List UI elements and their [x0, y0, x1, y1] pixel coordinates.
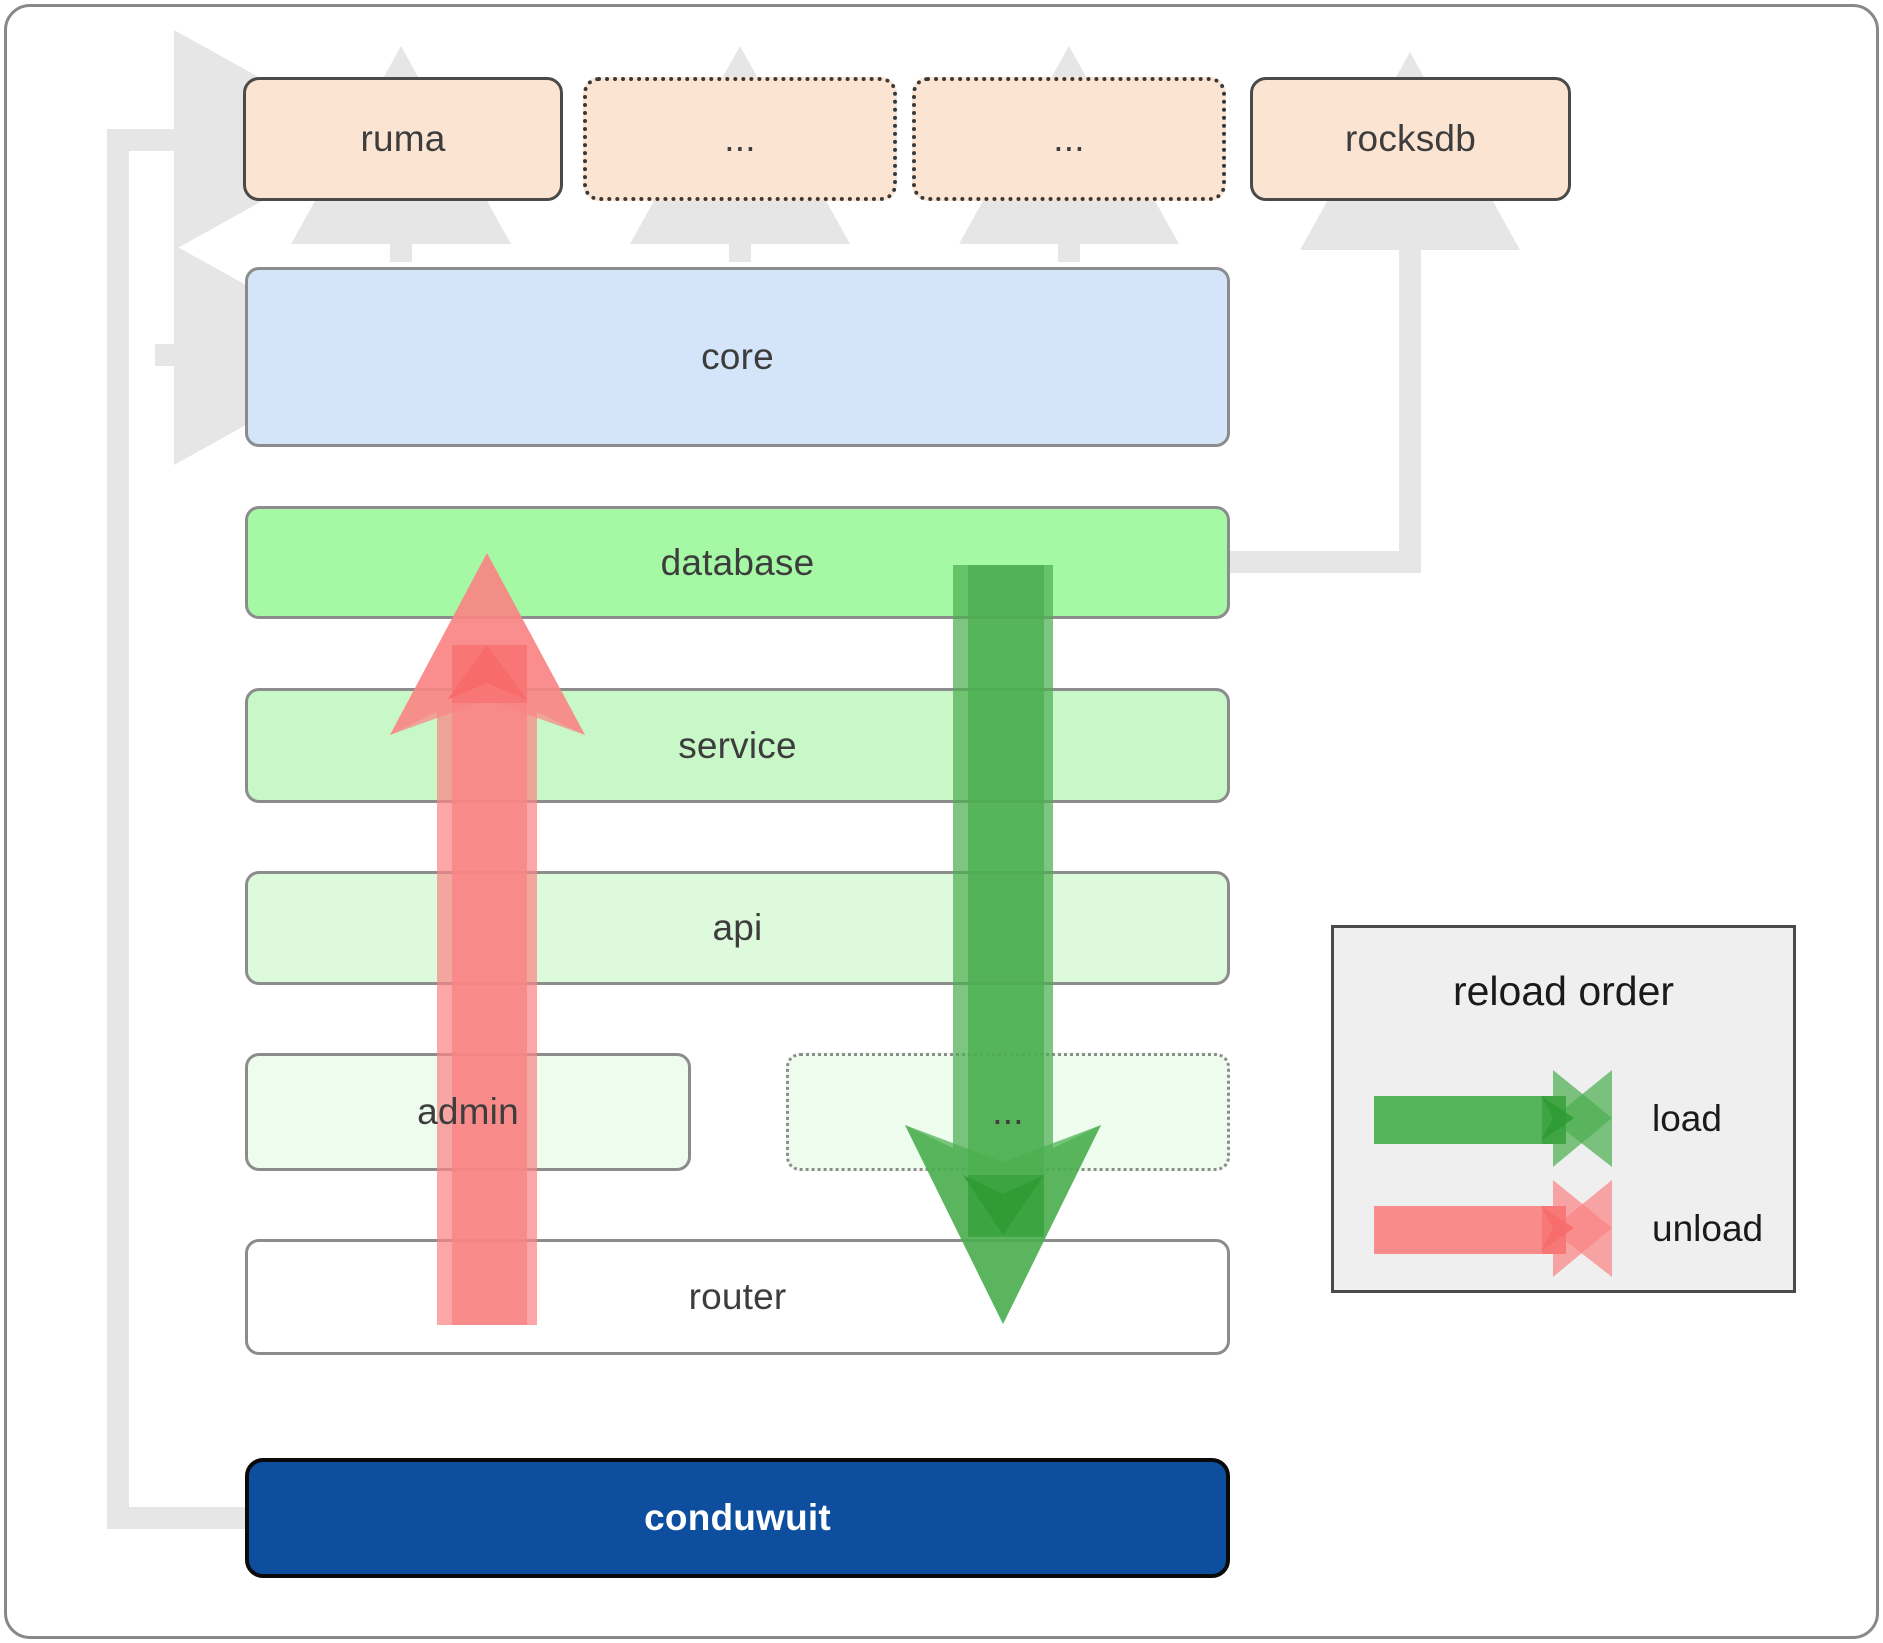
legend-title: reload order	[1452, 968, 1675, 1014]
dependency-label: ruma	[360, 118, 446, 159]
diagram-frame	[4, 4, 1879, 1639]
legend-unload-arrow-icon	[1374, 1180, 1612, 1277]
layer-label: router	[688, 1276, 787, 1317]
layer-box-core[interactable]: core	[245, 267, 1230, 447]
layer-label: api	[712, 907, 763, 948]
legend-panel: reload order load unload	[1331, 925, 1796, 1293]
layer-label: service	[678, 724, 797, 766]
legend-label-unload: unload	[1652, 1208, 1764, 1249]
layer-box-ellipsis[interactable]: ...	[786, 1053, 1230, 1171]
layer-box-api[interactable]: api	[245, 871, 1230, 985]
layer-box-database[interactable]: database	[245, 506, 1230, 619]
layer-label: admin	[417, 1091, 519, 1132]
legend-load-arrow-icon	[1374, 1070, 1612, 1167]
dependency-box-ellipsis-2[interactable]: ...	[912, 77, 1226, 201]
root-label: conduwuit	[644, 1497, 831, 1538]
layer-label: ...	[992, 1091, 1024, 1132]
legend-label-load: load	[1652, 1098, 1722, 1139]
dependency-box-rocksdb[interactable]: rocksdb	[1250, 77, 1571, 201]
root-box-conduwuit[interactable]: conduwuit	[245, 1458, 1230, 1578]
dependency-box-ruma[interactable]: ruma	[243, 77, 563, 201]
layer-label: core	[701, 336, 774, 377]
dependency-label: ...	[1053, 118, 1085, 159]
layer-label: database	[660, 541, 815, 583]
dependency-box-ellipsis-1[interactable]: ...	[583, 77, 897, 201]
layer-box-service[interactable]: service	[245, 688, 1230, 803]
dependency-label: ...	[724, 118, 756, 159]
layer-box-admin[interactable]: admin	[245, 1053, 691, 1171]
layer-box-router[interactable]: router	[245, 1239, 1230, 1355]
dependency-label: rocksdb	[1345, 118, 1476, 159]
